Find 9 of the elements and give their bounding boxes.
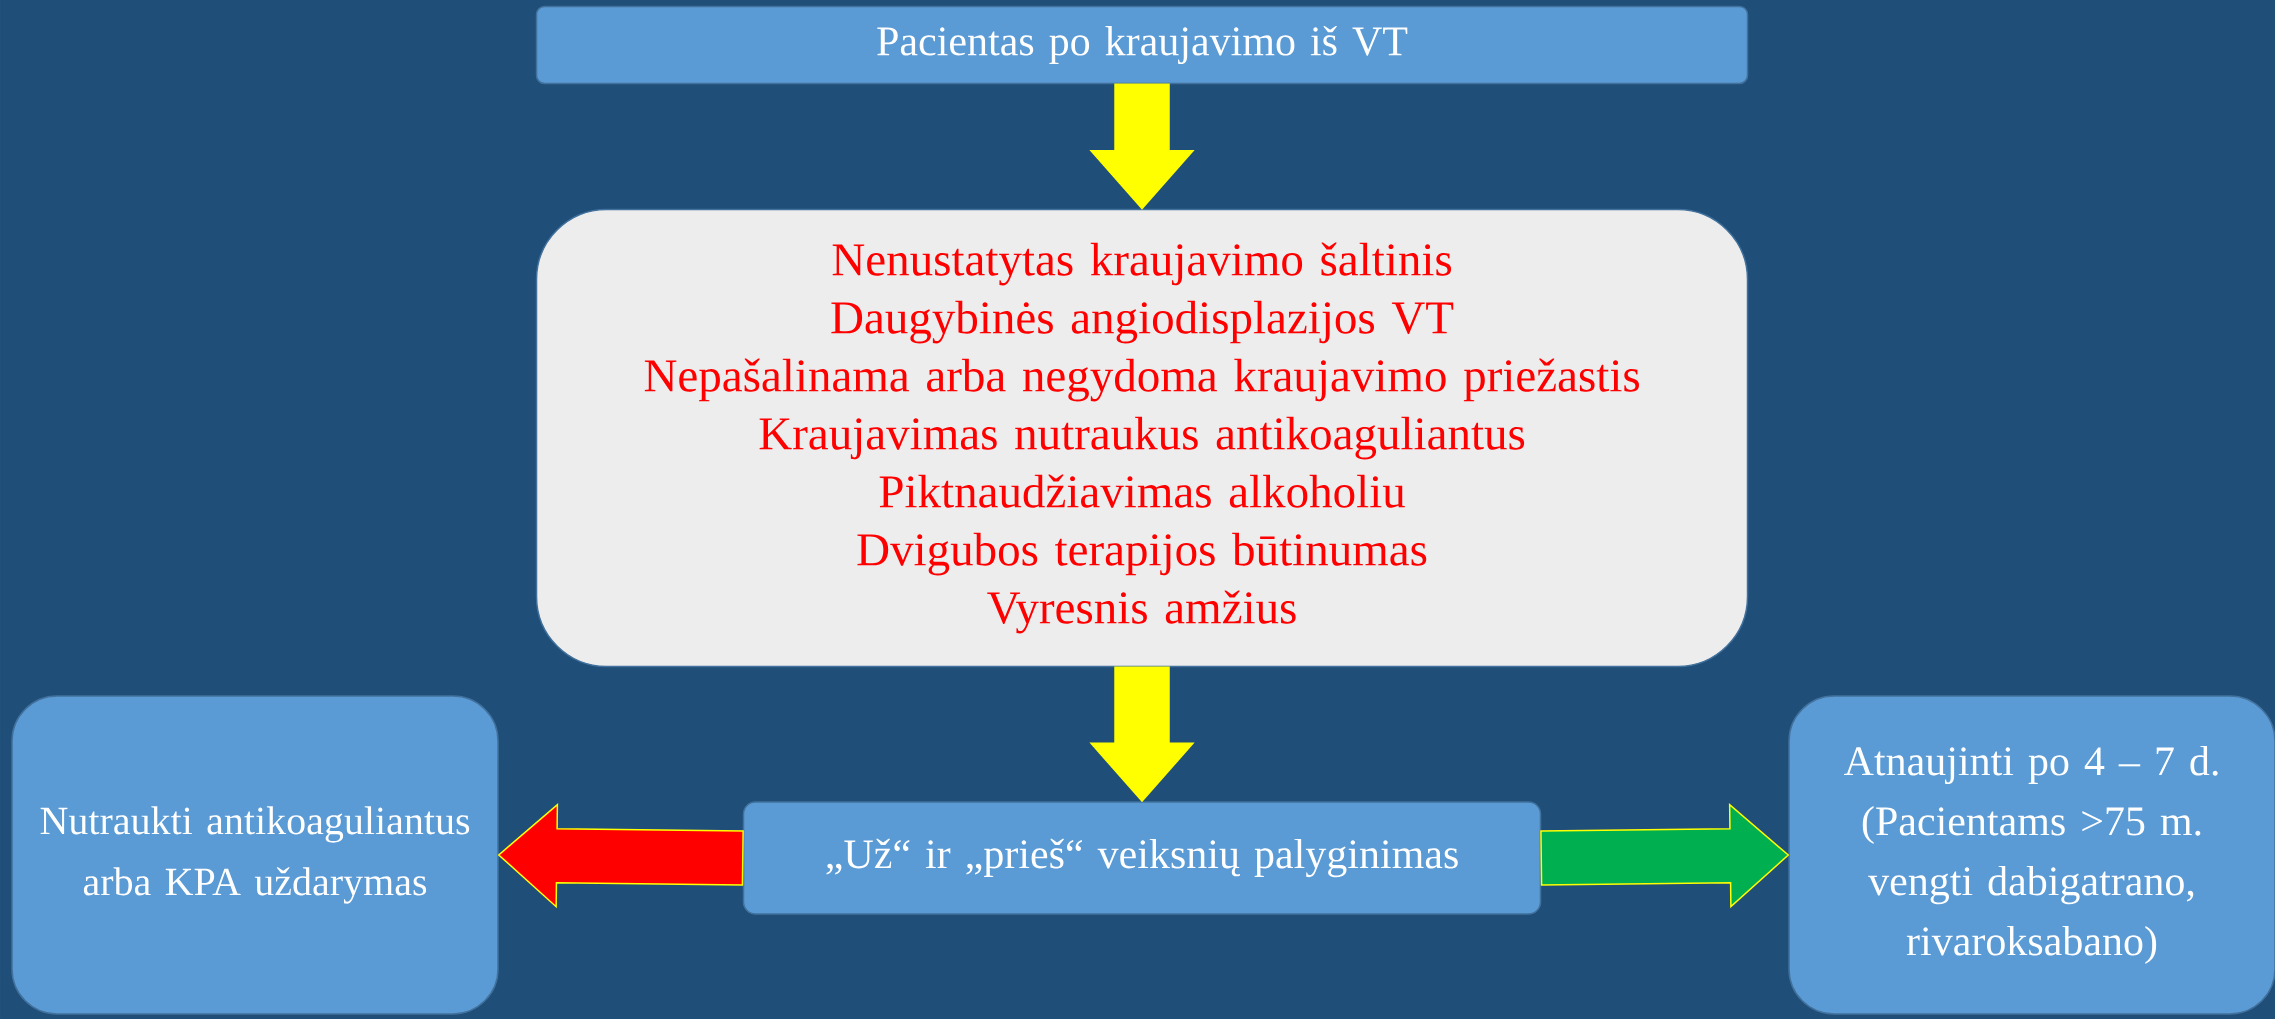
outcome-box: Atnaujinti po 4 – 7 d. (Pacientams >75 m. vengti dabigatrano, rivaroksabano) [1788, 695, 2275, 1015]
outcome-box: Nutraukti antikoaguliantus arba KPA uždarymas [11, 695, 499, 1015]
block-arrow [1540, 803, 1790, 909]
block-arrow [1089, 666, 1195, 803]
block-arrow [1089, 83, 1195, 210]
title-box: Pacientas po kraujavimo iš VT [535, 5, 1749, 85]
block-arrow [497, 803, 744, 909]
criteria-box: Nenustatytas kraujavimo šaltinis Daugybinės angiodisplazijos VT Nepašalinama arba negydoma kraujavimo priežastis Kraujavimas nutraukus antikoaguliantus Piktnaudžiavimas alkoholiu Dvigubos terapijos būtinumas Vyresnis amžius [535, 208, 1749, 668]
process-box: „Už“ ir „prieš“ veiksnių palyginimas [742, 801, 1542, 915]
